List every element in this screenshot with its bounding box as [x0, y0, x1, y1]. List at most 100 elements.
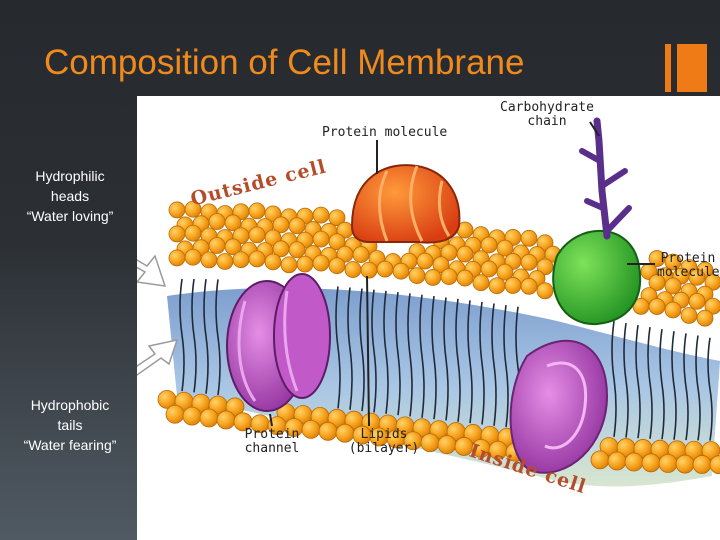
label-protein-right-line1: Protein [660, 251, 716, 266]
lipid-head [456, 269, 474, 287]
lipid-head [184, 224, 202, 242]
lipid-head [456, 245, 474, 263]
lipid-head [165, 404, 185, 424]
lipid-head [352, 246, 370, 263]
accent-bar-thick [677, 44, 707, 92]
lipid-tail [419, 294, 425, 418]
lipid-head [488, 277, 506, 295]
lipid-head [225, 397, 245, 417]
accent-bar [665, 44, 709, 92]
lipid-head [664, 301, 682, 319]
lipid-head [280, 256, 298, 274]
lipid-head [536, 234, 554, 252]
lipid-tail [347, 287, 353, 410]
hydrophilic-arrow [137, 254, 167, 287]
lipid-tails [179, 278, 713, 441]
lipid-head [288, 241, 306, 259]
hydrophilic-label-line3: “Water loving” [26, 208, 114, 224]
label-carbohydrate-chain: Carbohydrate chain [497, 101, 597, 129]
lipid-head [328, 257, 346, 275]
accent-bar-thin [665, 44, 671, 92]
lipid-head [184, 200, 202, 218]
lipid-head [184, 248, 202, 266]
lipid-tail [467, 300, 473, 424]
lipid-tail [407, 293, 413, 417]
hydrophilic-label-line2: heads [50, 188, 90, 204]
lipid-head [504, 277, 522, 294]
lipid-head [692, 455, 712, 474]
lipid-heads-top [168, 200, 720, 327]
lipid-head [199, 408, 219, 428]
lipid-head [480, 236, 498, 254]
lipid-tail [695, 335, 701, 441]
hydrophilic-label-line1: Hydrophilic [35, 168, 105, 184]
lipid-head [648, 298, 666, 315]
protein-bottom-right [509, 339, 609, 474]
lipid-head [232, 251, 250, 269]
lipid-head [704, 273, 720, 291]
label-protein-right-line2: molecule [657, 265, 720, 280]
hydrophobic-label: Hydrophobic tails “Water fearing” [0, 395, 140, 455]
label-protein-channel-line2: channel [244, 441, 300, 456]
lipid-head [224, 238, 242, 256]
lipid-head [248, 250, 266, 268]
lipid-head [704, 297, 720, 315]
lipid-tail [671, 331, 677, 440]
lipid-tail [191, 278, 197, 393]
protein-channel [226, 273, 331, 412]
lipid-tail [683, 333, 689, 441]
hydrophobic-label-line2: tails [57, 417, 83, 433]
lipid-tail [431, 295, 437, 420]
lipid-head [312, 254, 330, 272]
lipid-tail [647, 327, 653, 439]
label-protein-molecule-right: Protein molecule [657, 251, 720, 280]
lipid-tail [479, 301, 485, 425]
lipid-head [688, 268, 706, 286]
lipid-head [416, 252, 434, 270]
pointer-lines [269, 121, 655, 427]
label-lipids-line1: Lipids [360, 427, 408, 442]
lipid-head [216, 410, 236, 430]
lipid-heads-bottom [157, 389, 720, 475]
lipid-tail [491, 303, 497, 426]
lipid-head [376, 260, 394, 278]
lipid-head [168, 201, 186, 219]
lipid-head [312, 230, 330, 248]
lipid-head [288, 217, 306, 235]
lipid-head [664, 253, 682, 271]
lipid-tail [455, 298, 461, 422]
lipid-head [208, 237, 226, 254]
lipid-head [200, 251, 218, 269]
lipid-head [296, 255, 314, 273]
lipid-head [301, 419, 321, 439]
lipid-head [496, 239, 514, 257]
protein-top [350, 164, 461, 244]
protein-right [552, 230, 642, 326]
lipid-head [701, 441, 720, 460]
lipid-head [688, 292, 706, 310]
lipid-head [664, 277, 682, 295]
lipid-head [216, 253, 234, 270]
lipid-head [590, 450, 610, 470]
label-carbohydrate-line1: Carbohydrate [500, 100, 594, 115]
lipid-head [424, 269, 442, 286]
lipid-head [328, 209, 346, 227]
lipid-head [607, 451, 627, 471]
lipid-tail [371, 289, 377, 413]
lipid-head [248, 226, 266, 244]
lipid-head [648, 250, 666, 267]
lipid-tail [179, 278, 185, 392]
slide-title: Composition of Cell Membrane [44, 43, 525, 82]
hydrophobic-label-line1: Hydrophobic [30, 397, 110, 413]
lipid-head [208, 213, 226, 230]
lipid-tail [659, 329, 665, 440]
lipid-head [658, 454, 678, 473]
lipid-head [624, 452, 644, 472]
lipid-tail [623, 322, 629, 438]
lipid-head [496, 263, 514, 281]
lipid-head [520, 277, 538, 295]
lipid-tail [503, 304, 509, 428]
lipid-head [648, 274, 666, 291]
lipid-head [182, 406, 202, 426]
lipid-head [675, 454, 695, 474]
